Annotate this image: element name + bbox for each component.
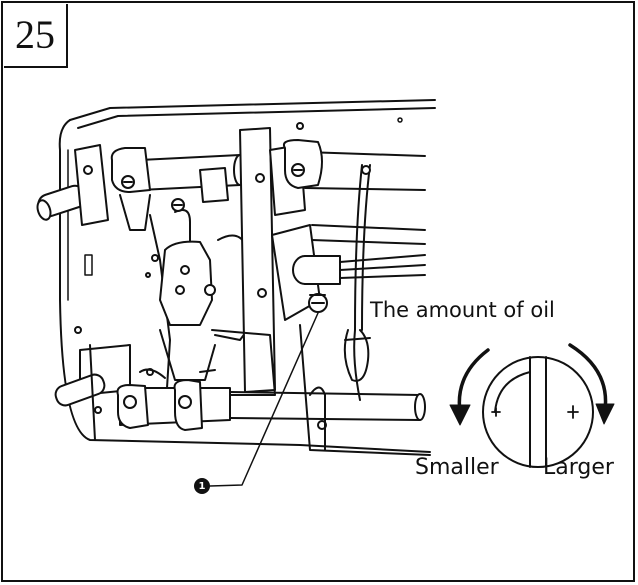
feed-mechanism xyxy=(119,167,256,421)
smaller-label: Smaller xyxy=(415,455,499,480)
center-post xyxy=(211,127,276,396)
lower-shaft xyxy=(54,324,431,456)
step-number-box: 25 xyxy=(4,4,68,68)
left-bracket xyxy=(74,144,109,334)
step-number: 25 xyxy=(15,12,55,57)
oil-amount-label: The amount of oil xyxy=(370,298,555,322)
cw-arrow xyxy=(568,343,608,412)
callout-number: 1 xyxy=(194,478,210,494)
callout-leader xyxy=(209,312,319,487)
right-upper-shaft xyxy=(269,139,426,321)
oil-dial-icon xyxy=(449,343,615,468)
larger-label: Larger xyxy=(543,455,614,480)
oil-adjust-cylinder xyxy=(292,254,426,313)
machine-bed xyxy=(58,99,436,453)
oil-wick xyxy=(343,164,371,401)
